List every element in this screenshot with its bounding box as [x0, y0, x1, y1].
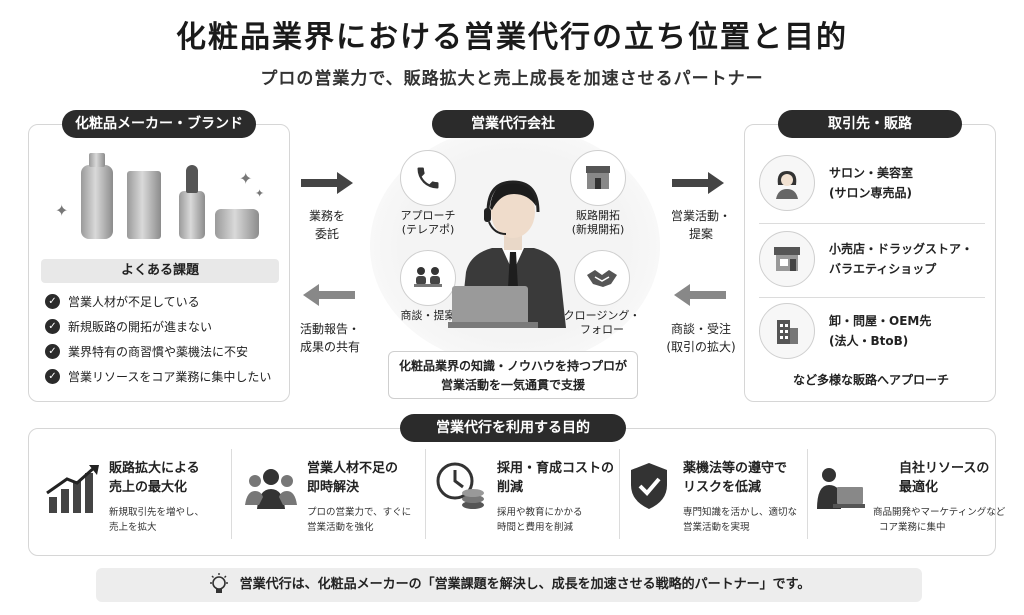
- issue-item: ✓営業リソースをコア業務に集中したい: [45, 368, 271, 385]
- check-icon: ✓: [45, 319, 60, 334]
- issues-heading: よくある課題: [41, 259, 279, 283]
- divider: [759, 223, 985, 224]
- phone-icon: [400, 150, 456, 206]
- divider: [619, 449, 620, 539]
- check-icon: ✓: [45, 344, 60, 359]
- issue-item: ✓業界特有の商習慣や薬機法に不安: [45, 343, 248, 360]
- purpose-label: 営業代行を利用する目的: [400, 414, 626, 442]
- bottle-pump-icon: [81, 165, 113, 239]
- arrow-left-icon: [303, 284, 355, 306]
- clock-coins-icon: [436, 462, 484, 509]
- building-icon: [759, 303, 815, 359]
- issue-item: ✓新規販路の開拓が進まない: [45, 318, 212, 335]
- storefront-icon: [570, 150, 626, 206]
- destination-salon: サロン・美容室 (サロン専売品): [759, 155, 985, 211]
- sales-channel-panel: サロン・美容室 (サロン専売品) 小売店・ドラッグストア・ バラエティショップ …: [744, 124, 996, 402]
- footer-text: 営業代行は、化粧品メーカーの「営業課題を解決し、成長を加速させる戦略的パートナー…: [239, 577, 811, 592]
- handshake-icon: [574, 250, 630, 306]
- purpose-item-sales-growth: 販路拡大による 売上の最大化 新規取引先を増やし、 売上を拡大: [45, 451, 225, 543]
- purpose-item-resource-optimization: 自社リソースの 最適化 商品開発やマーケティングなど コア業務に集中: [815, 451, 1005, 543]
- page-title: 化粧品業界における営業代行の立ち位置と目的: [176, 20, 848, 55]
- service-negotiation: 商談・提案: [383, 250, 473, 323]
- arrow-right-icon: [672, 172, 724, 194]
- sparkle-icon: ✦: [55, 201, 69, 220]
- page-subtitle: プロの営業力で、販路拡大と売上成長を加速させるパートナー: [260, 69, 764, 89]
- team-icon: [245, 469, 297, 509]
- purpose-panel: 販路拡大による 売上の最大化 新規取引先を増やし、 売上を拡大 営業人材不足の …: [28, 428, 1005, 556]
- check-icon: ✓: [45, 369, 60, 384]
- divider: [231, 449, 232, 539]
- purpose-item-cost-reduction: 採用・育成コストの 削減 採用や教育にかかる 時間と費用を削減: [435, 451, 619, 543]
- destination-wholesale: 卸・問屋・OEM先 (法人・BtoB): [759, 303, 985, 359]
- issue-item: ✓営業人材が不足している: [45, 293, 200, 310]
- divider: [759, 297, 985, 298]
- sales-agent-illustration: [448, 180, 566, 328]
- agency-label: 営業代行会社: [432, 110, 594, 138]
- shop-icon: [759, 231, 815, 287]
- check-icon: ✓: [45, 294, 60, 309]
- growth-chart-icon: [46, 465, 99, 513]
- destination-retail: 小売店・ドラッグストア・ バラエティショップ: [759, 231, 985, 287]
- agency-caption: 化粧品業界の知識・ノウハウを持つプロが 営業活動を一気通貫で支援: [388, 351, 638, 399]
- arrow-label-orders: 商談・受注 (取引の拡大): [666, 322, 736, 354]
- divider: [807, 449, 808, 539]
- cream-jar-icon: [215, 209, 259, 239]
- arrow-right-icon: [301, 172, 353, 194]
- service-approach: アプローチ (テレアポ): [383, 150, 473, 237]
- arrow-label-delegate: 業務を 委託: [308, 209, 345, 241]
- dropper-cap-icon: [186, 165, 198, 193]
- footer-summary: 営業代行は、化粧品メーカーの「営業課題を解決し、成長を加速させる戦略的パートナー…: [96, 568, 922, 602]
- pump-head-icon: [89, 153, 105, 167]
- purpose-item-staff-shortage: 営業人材不足の 即時解決 プロの営業力で、すぐに 営業活動を強化: [245, 451, 421, 543]
- dropper-bottle-icon: [179, 191, 205, 239]
- arrow-left-icon: [674, 284, 726, 306]
- service-channel-development: 販路開拓 (新規開拓): [553, 150, 643, 237]
- arrow-label-sales-activity: 営業活動・ 提案: [670, 209, 731, 241]
- divider: [425, 449, 426, 539]
- sales-channel-label: 取引先・販路: [778, 110, 962, 138]
- person-laptop-icon: [817, 468, 865, 509]
- maker-brand-label: 化粧品メーカー・ブランド: [62, 110, 256, 138]
- sparkle-icon: ✦: [239, 169, 253, 188]
- arrow-label-report: 活動報告・ 成果の共有: [299, 322, 360, 354]
- purpose-item-compliance: 薬機法等の遵守で リスクを低減 専門知識を活かし、適切な 営業活動を実現: [627, 451, 803, 543]
- sparkle-icon: ✦: [255, 187, 265, 200]
- destination-more: など多様な販路へアプローチ: [792, 373, 949, 387]
- meeting-icon: [400, 250, 456, 306]
- service-closing: クロージング・ フォロー: [557, 250, 647, 337]
- shield-check-icon: [631, 463, 667, 509]
- lightbulb-icon: [209, 572, 228, 593]
- woman-icon: [759, 155, 815, 211]
- tube-icon: [127, 171, 161, 239]
- maker-brand-panel: ✦ ✦ ✦ よくある課題 ✓営業人材が不足している ✓新規販路の開拓が進まない …: [28, 124, 290, 402]
